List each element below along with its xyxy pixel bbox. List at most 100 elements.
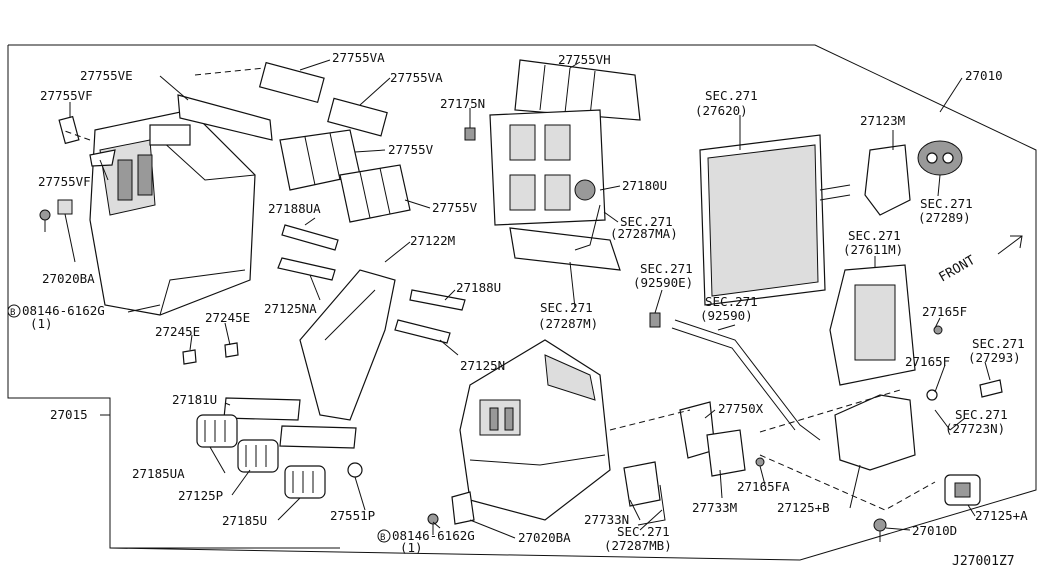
callout-label: SEC.271 xyxy=(620,214,673,229)
lower-case-part xyxy=(459,339,611,521)
filter-tab-part xyxy=(58,115,80,145)
guide-line xyxy=(194,67,266,76)
callout-label: 27755VH xyxy=(558,52,611,67)
mode-door-housing-part xyxy=(489,109,606,226)
grille-part xyxy=(284,465,326,499)
filter-grid-part xyxy=(339,164,411,223)
callout-label: (27287M) xyxy=(538,316,598,331)
callout-label: (92590) xyxy=(700,308,753,323)
callout-label: 27188U xyxy=(456,280,501,295)
callout-label: 27755VF xyxy=(40,88,93,103)
bracket-part xyxy=(864,144,911,216)
seal-part xyxy=(89,149,116,167)
callout-label: (1) xyxy=(30,316,53,331)
sub-boundary xyxy=(109,398,340,549)
front-label: FRONT xyxy=(937,253,979,286)
callout-label: 27020BA xyxy=(518,530,571,545)
clip-part xyxy=(182,349,197,365)
wire-part xyxy=(574,204,601,251)
screw-icon xyxy=(427,513,439,535)
callout-label: 27010D xyxy=(912,523,957,538)
callout-label: 27750X xyxy=(718,401,764,416)
link-part xyxy=(281,224,339,251)
callout-label: 27123M xyxy=(860,113,905,128)
sensor-part xyxy=(979,379,1003,398)
callout-label: 27125N xyxy=(460,358,505,373)
callout-label: 27755VF xyxy=(38,174,91,189)
clip-part xyxy=(224,342,239,358)
callout-label: SEC.271 xyxy=(540,300,593,315)
guide-line xyxy=(759,389,901,433)
actuator-part xyxy=(706,429,746,477)
gasket-part xyxy=(451,491,475,525)
callout-label: (27289) xyxy=(918,210,971,225)
callout-label: 27175N xyxy=(440,96,485,111)
callout-label: 27125+B xyxy=(777,500,830,515)
screw-icon xyxy=(39,209,51,232)
bolt-marker-icon: B xyxy=(7,304,21,318)
front-arrow-icon xyxy=(997,235,1023,255)
guide-line xyxy=(759,454,936,511)
duct-bracket-part xyxy=(299,269,396,421)
callout-label: 27733M xyxy=(692,500,737,515)
screw-icon xyxy=(873,518,887,542)
screw-icon xyxy=(755,457,765,467)
callout-label: 27125P xyxy=(178,488,223,503)
callout-label: 27165F xyxy=(905,354,950,369)
callout-label: (27287MB) xyxy=(604,538,672,553)
callout-label: 27020BA xyxy=(42,271,95,286)
cover-strip-part xyxy=(177,94,273,141)
callout-label: 27165F xyxy=(922,304,967,319)
callout-label: (27620) xyxy=(695,103,748,118)
callout-label: SEC.271 xyxy=(640,261,693,276)
callout-label: 27733N xyxy=(584,512,629,527)
bolt-marker-icon: B xyxy=(377,529,391,543)
outlet-part xyxy=(944,474,981,506)
vent-duct-part xyxy=(834,394,916,471)
callout-label: 27165FA xyxy=(737,479,790,494)
small-clip-part xyxy=(57,199,73,215)
callout-label: 27185U xyxy=(222,513,267,528)
callout-label: 27755VA xyxy=(390,70,443,85)
evaporator-part xyxy=(699,134,851,306)
callout-label: 27125NA xyxy=(264,301,317,316)
callout-label: 27015 xyxy=(50,407,88,422)
motor-part xyxy=(623,461,661,507)
svg-text:B: B xyxy=(380,533,385,543)
film-part xyxy=(279,425,357,449)
callout-label: 27010 xyxy=(965,68,1003,83)
callout-label: 27180U xyxy=(622,178,667,193)
connector-part xyxy=(926,389,951,431)
assembly-boundary xyxy=(7,44,1037,561)
callout-label: SEC.271 xyxy=(848,228,901,243)
ring-part xyxy=(347,462,363,478)
leader-lines xyxy=(64,59,991,539)
callout-label: (27293) xyxy=(968,350,1021,365)
filter-frame-part xyxy=(327,97,388,137)
heater-case-part xyxy=(829,264,916,386)
callout-label: 27755VE xyxy=(80,68,133,83)
duct-cover-part xyxy=(514,59,641,121)
callout-label: SEC.271 xyxy=(955,407,1008,422)
callout-label: SEC.271 xyxy=(920,196,973,211)
callout-label: SEC.271 xyxy=(972,336,1025,351)
callout-label: 27245E xyxy=(205,310,250,325)
diagram-code: J27001Z7 xyxy=(952,554,1015,569)
upper-case-part xyxy=(89,109,256,316)
callout-label: 27188UA xyxy=(268,201,321,216)
callout-label: (27287MA) xyxy=(610,226,678,241)
guide-line xyxy=(61,129,91,141)
callout-label: SEC.271 xyxy=(617,524,670,539)
callout-label: (92590E) xyxy=(633,275,693,290)
callout-label: (1) xyxy=(400,540,423,555)
bushing-part xyxy=(464,127,476,141)
filter-frame-part xyxy=(258,61,325,104)
callout-label: SEC.271 xyxy=(705,294,758,309)
hose-part xyxy=(674,319,821,441)
lever-part xyxy=(394,319,451,344)
lever-part xyxy=(277,257,336,281)
callout-label: 27125+A xyxy=(975,508,1028,523)
lower-duct-part xyxy=(509,227,621,271)
